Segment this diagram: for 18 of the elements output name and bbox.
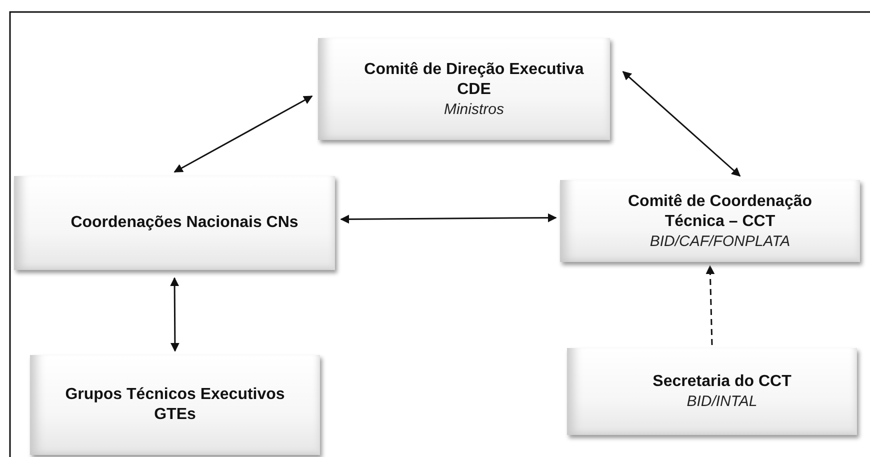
arrow (170, 277, 180, 352)
box-title: Secretaria do CCT (652, 372, 792, 392)
box-title: Grupos Técnicos Executivos GTEs (64, 385, 286, 425)
box-subtitle: BID/CAF/FONPLATA (650, 232, 790, 250)
box-subtitle: BID/INTAL (686, 392, 758, 411)
arrow (622, 71, 741, 177)
box-title: Coordenações Nacionais CNs (70, 213, 298, 233)
box-subtitle: Ministros (444, 100, 504, 118)
arrow (340, 213, 557, 224)
arrow (706, 265, 715, 346)
bevel-box (14, 176, 335, 270)
bevel-box (567, 348, 857, 435)
arrow (174, 95, 313, 173)
bevel-box (30, 355, 320, 455)
box-title: Comitê de Direção Executiva CDE (363, 60, 585, 100)
bevel-box (318, 38, 610, 140)
bevel-box (560, 180, 860, 262)
box-title: Comitê de Coordenação Técnica – CCT (626, 192, 814, 232)
